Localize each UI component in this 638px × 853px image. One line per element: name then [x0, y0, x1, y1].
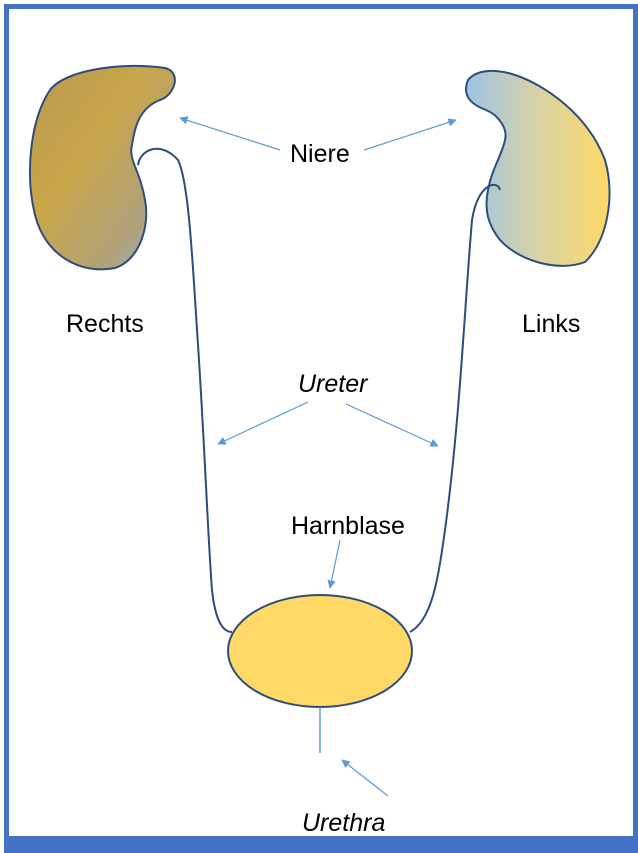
arrow-urethra: [342, 760, 388, 796]
left-kidney: [466, 71, 609, 266]
label-niere: Niere: [290, 140, 350, 168]
bladder: [228, 595, 412, 707]
label-ureter: Ureter: [298, 370, 369, 398]
arrow-kidney-left: [364, 120, 456, 150]
arrow-kidney-right: [180, 118, 280, 150]
left-ureter: [410, 185, 500, 632]
label-links: Links: [522, 310, 580, 338]
label-rechts: Rechts: [66, 310, 144, 338]
label-urethra: Urethra: [302, 809, 385, 837]
arrow-ureter-left: [346, 404, 438, 446]
arrow-ureter-right: [218, 402, 308, 444]
right-ureter: [138, 149, 232, 632]
label-harnblase: Harnblase: [291, 512, 405, 540]
right-kidney: [30, 66, 175, 269]
arrow-bladder: [330, 540, 340, 588]
